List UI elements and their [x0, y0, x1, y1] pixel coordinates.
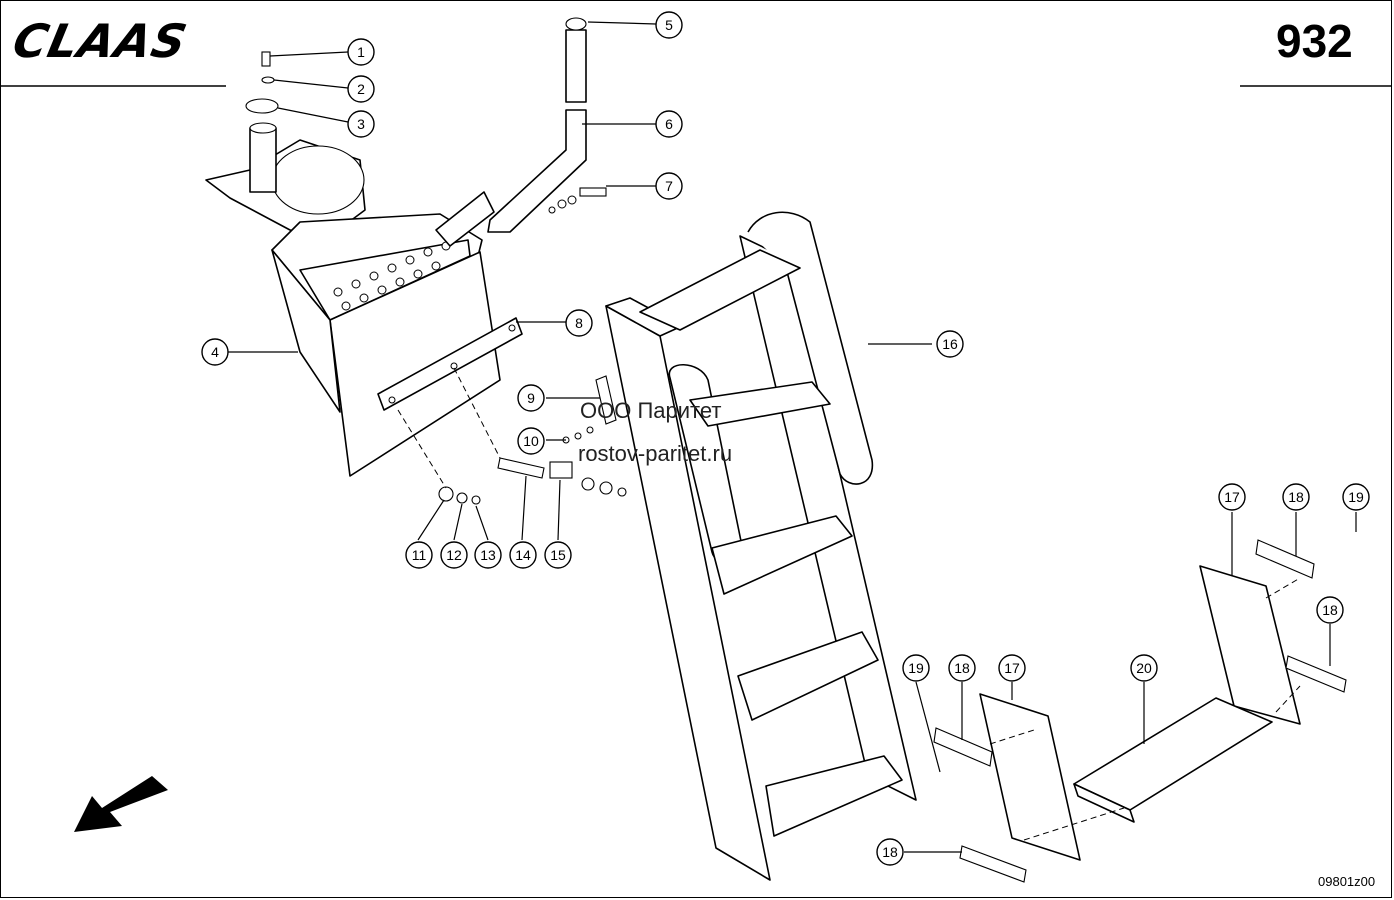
svg-text:15: 15 [550, 547, 566, 563]
svg-text:4: 4 [211, 344, 219, 360]
svg-text:12: 12 [446, 547, 462, 563]
callout-12: 12 [440, 541, 468, 569]
callout-17-upper: 17 [1218, 483, 1246, 511]
svg-text:6: 6 [665, 116, 673, 132]
svg-text:19: 19 [908, 660, 924, 676]
svg-text:19: 19 [1348, 489, 1364, 505]
callout-14: 14 [509, 541, 537, 569]
callout-11: 11 [405, 541, 433, 569]
callout-13: 13 [474, 541, 502, 569]
callout-18-right: 18 [1316, 596, 1344, 624]
svg-text:18: 18 [882, 844, 898, 860]
callout-7: 7 [655, 172, 683, 200]
handrail-tube [487, 17, 587, 233]
svg-text:5: 5 [665, 17, 673, 33]
callout-4: 4 [201, 338, 229, 366]
callout-8: 8 [565, 309, 593, 337]
ladder-rungs [639, 249, 903, 837]
callout-16: 16 [936, 330, 964, 358]
svg-text:20: 20 [1136, 660, 1152, 676]
callout-10: 10 [517, 427, 545, 455]
callout-9: 9 [517, 384, 545, 412]
mounting-strip [377, 317, 523, 411]
ladder [605, 211, 917, 881]
callout-6: 6 [655, 110, 683, 138]
svg-text:1: 1 [357, 44, 365, 60]
svg-text:18: 18 [1288, 489, 1304, 505]
callout-1: 1 [347, 38, 375, 66]
callout-20: 20 [1130, 654, 1158, 682]
callout-18-bottom: 18 [876, 838, 904, 866]
direction-arrow [74, 776, 168, 832]
callout-19-left: 19 [902, 654, 930, 682]
callout-19-right: 19 [1342, 483, 1370, 511]
bolt-7 [548, 187, 607, 214]
drawing-code: 09801z00 [1318, 874, 1376, 889]
svg-text:3: 3 [357, 116, 365, 132]
svg-text:17: 17 [1004, 660, 1020, 676]
callout-15: 15 [544, 541, 572, 569]
svg-text:18: 18 [1322, 602, 1338, 618]
page-number: 932 [1276, 15, 1353, 67]
svg-text:17: 17 [1224, 489, 1240, 505]
svg-text:2: 2 [357, 81, 365, 97]
callout-18-middle: 18 [948, 654, 976, 682]
svg-text:13: 13 [480, 547, 496, 563]
callout-3: 3 [347, 110, 375, 138]
fasteners-9-15 [397, 367, 627, 505]
watermark-company: ООО Паритет [580, 398, 722, 423]
leader-lines [228, 21, 1357, 853]
step-holes-upper [333, 241, 451, 311]
svg-text:18: 18 [954, 660, 970, 676]
svg-text:16: 16 [942, 336, 958, 352]
svg-text:14: 14 [515, 547, 531, 563]
svg-text:8: 8 [575, 315, 583, 331]
lower-step-assembly [933, 539, 1347, 883]
upper-step-bracket [205, 122, 501, 477]
bolt-1-washer-2-disc-3 [245, 51, 279, 114]
callout-17-lower: 17 [998, 654, 1026, 682]
svg-text:11: 11 [412, 547, 427, 563]
svg-text:9: 9 [527, 390, 535, 406]
callout-2: 2 [347, 75, 375, 103]
svg-text:10: 10 [523, 433, 539, 449]
callout-5: 5 [655, 11, 683, 39]
callout-18-upper: 18 [1282, 483, 1310, 511]
watermark-website: rostov-paritet.ru [578, 441, 733, 466]
svg-text:7: 7 [665, 178, 673, 194]
